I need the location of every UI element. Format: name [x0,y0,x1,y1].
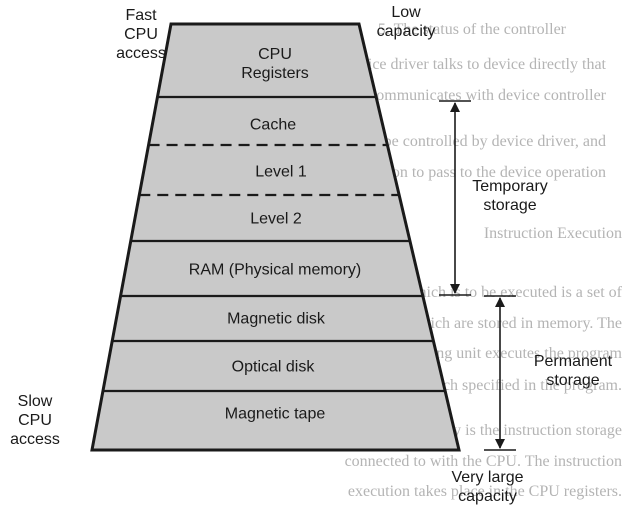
background-text-line: The device driver talks to device direct… [316,56,607,73]
background-text-line: connected to with the CPU. The instructi… [345,453,622,470]
background-text-line: 5. The status of the controller [378,21,567,38]
tier-label-ram: RAM (Physical memory) [188,261,362,279]
arrow-up-icon [495,297,505,307]
tier-label-optical-disk: Optical disk [231,358,315,376]
arrow-down-icon [495,439,505,449]
tier-label-cache: Cache [249,116,297,134]
arrow-down-icon [450,284,460,294]
label-temporary-storage: Temporary storage [472,178,548,214]
background-text-line: Instruction Execution [484,225,622,242]
arrow-up-icon [450,102,460,112]
label-very-large-capacity: Very large capacity [451,469,524,505]
tier-label-cpu-registers: CPU Registers [241,46,309,82]
label-fast-cpu-access: Fast CPU access [116,7,166,62]
tier-label-level-2: Level 2 [250,210,302,228]
tier-label-magnetic-disk: Magnetic disk [227,310,325,328]
label-low-capacity: Low capacity [376,4,436,40]
bracket-permanent-storage [484,295,516,451]
tier-label-level-1: Level 1 [255,163,307,181]
bracket-temporary-storage [439,100,471,296]
label-slow-cpu-access: Slow CPU access [10,393,60,448]
pyramid-body [90,22,461,452]
tier-label-magnetic-tape: Magnetic tape [224,405,326,423]
label-permanent-storage: Permanent storage [533,353,613,389]
background-text-line: execution takes place in the CPU registe… [348,483,622,500]
